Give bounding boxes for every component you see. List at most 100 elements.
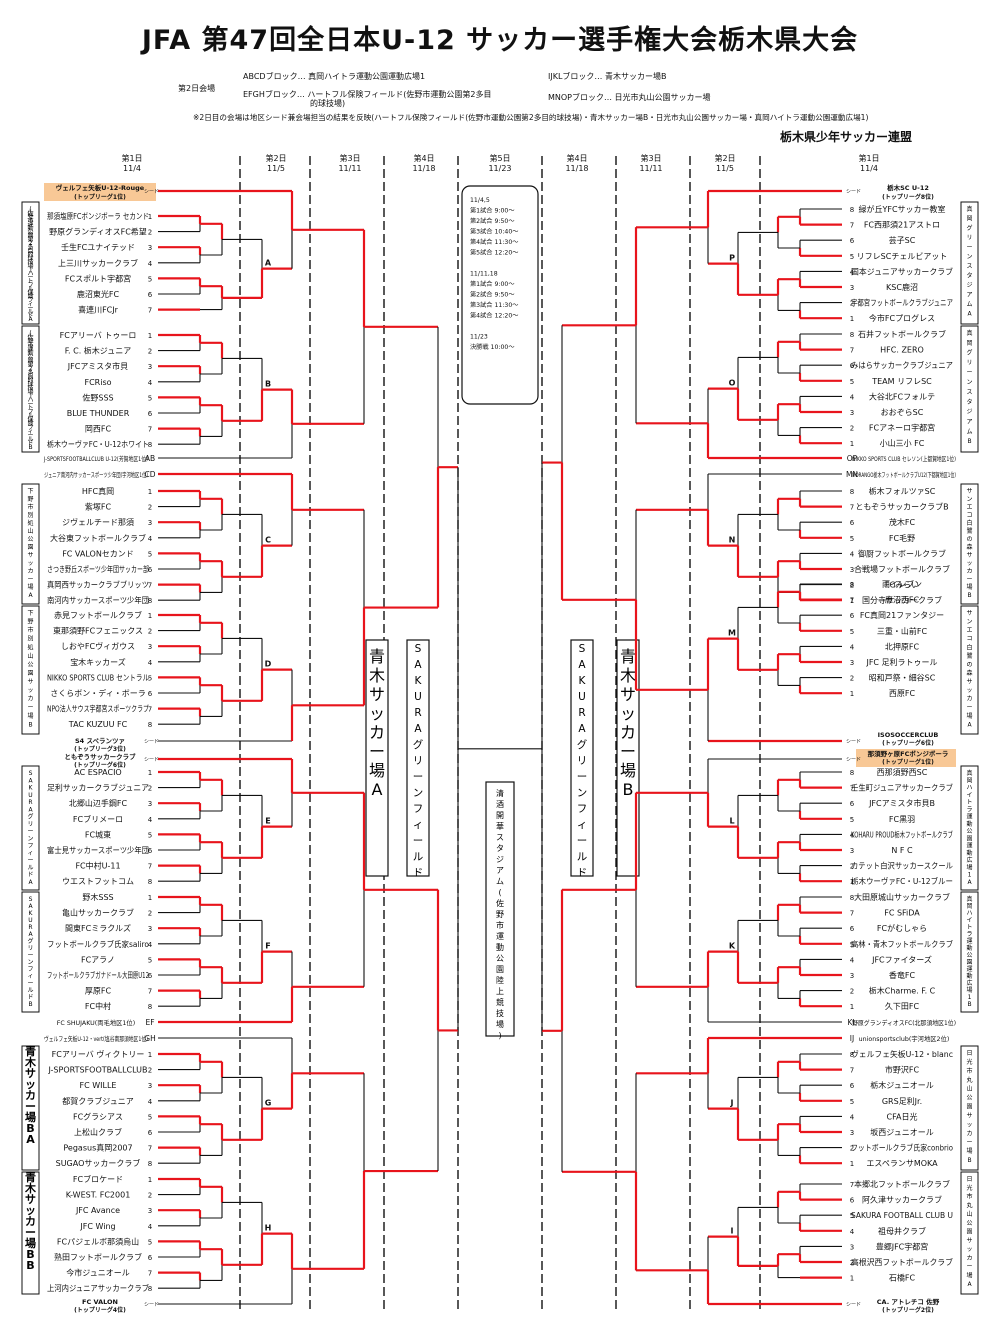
svg-text:山: 山: [966, 1085, 972, 1093]
seed-number: 5: [148, 831, 152, 839]
side-venue-box-left: [21, 765, 40, 891]
team-name: F. C. 栃木ジュニア: [65, 346, 132, 356]
seed-number: 4: [148, 816, 153, 824]
round-date-left: 11/5: [267, 164, 285, 173]
seed-number: 5: [850, 535, 854, 543]
svg-text:処: 処: [27, 643, 33, 651]
seed-number: 7: [850, 910, 854, 918]
svg-text:木: 木: [369, 666, 385, 685]
svg-text:ド: ド: [27, 440, 33, 447]
svg-text:山: 山: [27, 527, 33, 535]
round-date-right: 11/18: [565, 164, 588, 173]
svg-text:市: 市: [27, 503, 33, 511]
seed-number: 6: [148, 566, 153, 574]
svg-text:サ: サ: [966, 610, 972, 617]
svg-text:場: 場: [966, 986, 972, 994]
svg-text:ス: ス: [496, 833, 504, 842]
svg-text:B: B: [28, 444, 32, 451]
seed-number: 6: [850, 1082, 855, 1090]
svg-text:ッ: ッ: [27, 687, 33, 694]
team-name: FC SFiDA: [884, 909, 920, 918]
svg-text:タ: タ: [966, 272, 972, 280]
svg-text:山: 山: [966, 1210, 972, 1218]
svg-text:ド: ド: [27, 994, 33, 1001]
team-name: KSC鹿沼: [886, 282, 918, 292]
svg-text:動: 動: [27, 349, 33, 357]
team-name: 大谷北FCフォルテ: [869, 391, 935, 401]
team-name: 市野沢FC: [885, 1065, 920, 1075]
svg-text:ン: ン: [966, 496, 972, 503]
svg-text:公: 公: [27, 536, 33, 543]
svg-text:佐: 佐: [27, 333, 33, 341]
seed-mark: シード: [846, 739, 861, 745]
team-name: FCアラノ: [81, 955, 115, 964]
svg-text:真: 真: [966, 329, 972, 337]
svg-text:A: A: [967, 1281, 972, 1288]
side-venue-box-right: [960, 891, 979, 1013]
svg-text:カ: カ: [966, 696, 972, 703]
svg-text:木: 木: [620, 666, 636, 685]
round-label-left: 第2日: [265, 153, 286, 163]
seed-number: 7: [148, 1145, 152, 1153]
seed-number: 2: [850, 582, 854, 590]
pair-code: IJ: [850, 1034, 854, 1043]
svg-text:S: S: [29, 770, 33, 777]
team-name: FC VALONセカンド: [62, 549, 134, 558]
pair-code: GH: [144, 1034, 155, 1043]
seed-number: 6: [850, 612, 855, 620]
svg-text:ラ: ラ: [966, 806, 972, 813]
svg-text:鷺: 鷺: [966, 527, 972, 535]
schedule-line: 11/11,18: [470, 271, 498, 278]
team-name: FCがむしゃら: [877, 923, 927, 933]
svg-text:岡: 岡: [966, 777, 972, 784]
svg-text:場: 場: [25, 1236, 36, 1250]
seed-number: 3: [850, 409, 854, 417]
team-name: さつき野丘スポーツ少年団サッカー部: [47, 564, 149, 574]
svg-text:ン: ン: [27, 959, 33, 966]
seed-number: 5: [148, 674, 152, 682]
team-name: 亀山サッカークラブ: [62, 908, 134, 918]
qualifier-team: ジュニア南河内サッカースポーツ少年団(宇河地区1位): [44, 470, 148, 479]
svg-text:公: 公: [27, 661, 33, 668]
block-letter: L: [729, 817, 734, 826]
seed-number: 1: [850, 1160, 854, 1168]
block-letter: D: [265, 660, 272, 669]
svg-text:ジ: ジ: [496, 855, 504, 864]
svg-text:ン: ン: [413, 787, 424, 799]
seed-number: 4: [850, 268, 855, 276]
seed-number: 8: [850, 488, 854, 496]
pair-code: OP: [847, 454, 858, 463]
team-name: 阿久津サッカークラブ: [862, 1195, 942, 1205]
seed-number: 5: [850, 1212, 854, 1220]
svg-text:白: 白: [966, 519, 972, 527]
block-letter: H: [265, 1224, 272, 1233]
svg-text:フ: フ: [413, 803, 424, 815]
svg-text:場: 場: [966, 863, 972, 871]
seed-number: 1: [850, 878, 854, 886]
svg-text:ィ: ィ: [577, 819, 588, 831]
svg-text:ー: ー: [966, 244, 972, 251]
svg-text:ハ: ハ: [966, 910, 972, 917]
svg-text:フ: フ: [27, 424, 33, 431]
team-name: 上松山クラブ: [74, 1127, 122, 1137]
team-name: 雨イレブン: [882, 579, 922, 589]
svg-text:場: 場: [496, 1019, 504, 1029]
seed-number: 3: [850, 284, 854, 292]
svg-text:ハ: ハ: [966, 785, 972, 792]
svg-text:広: 広: [966, 856, 972, 864]
seed-number: 4: [850, 1228, 855, 1236]
team-name: FC黒羽: [889, 815, 915, 824]
svg-text:ー: ー: [27, 401, 33, 408]
seed-number: 5: [850, 941, 854, 949]
seed-number: 2: [850, 1259, 854, 1267]
seed-number: 4: [850, 393, 855, 401]
team-name: JFC Wing: [79, 1222, 115, 1231]
qualifier-team: NIKKO SPORTS CLUB セレソン(上都賀地区1位): [852, 454, 956, 463]
seed-number: 5: [148, 1238, 152, 1246]
